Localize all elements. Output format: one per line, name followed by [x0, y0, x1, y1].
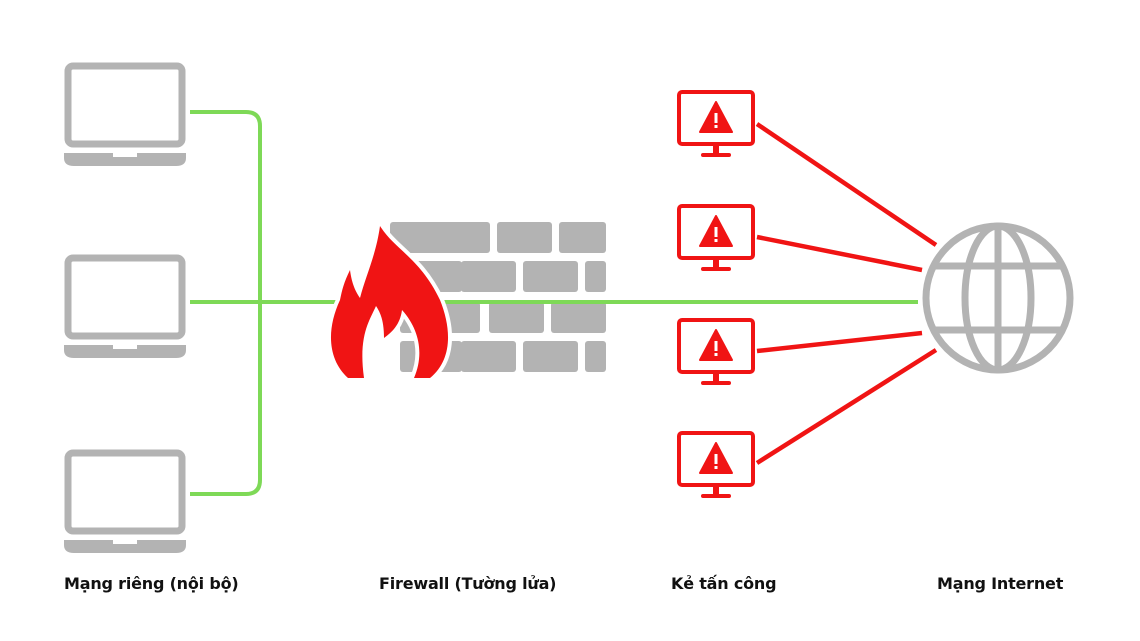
attacker-monitor-icon — [677, 90, 755, 157]
internet-label: Mạng Internet — [937, 574, 1064, 593]
brick-wall-icon — [390, 222, 606, 372]
firewall-label: Firewall (Tường lửa) — [379, 574, 557, 593]
laptop-icon — [64, 254, 186, 358]
globe-icon — [922, 222, 1074, 374]
laptop-icon — [64, 62, 186, 166]
flame-icon — [327, 222, 452, 382]
attacker-monitor-icon — [677, 431, 755, 498]
attackers-label: Kẻ tấn công — [671, 574, 777, 593]
attack-links — [755, 122, 938, 465]
private-network-links — [190, 110, 345, 496]
private-network-label: Mạng riêng (nội bộ) — [64, 574, 239, 593]
attack-link-1 — [755, 122, 938, 247]
attack-link-4 — [755, 348, 938, 465]
attack-link-3 — [756, 330, 923, 354]
attacker-monitor-icon — [677, 204, 755, 271]
attacker-monitor-icon — [677, 318, 755, 385]
attack-link-2 — [756, 234, 923, 273]
laptop-icon — [64, 449, 186, 553]
